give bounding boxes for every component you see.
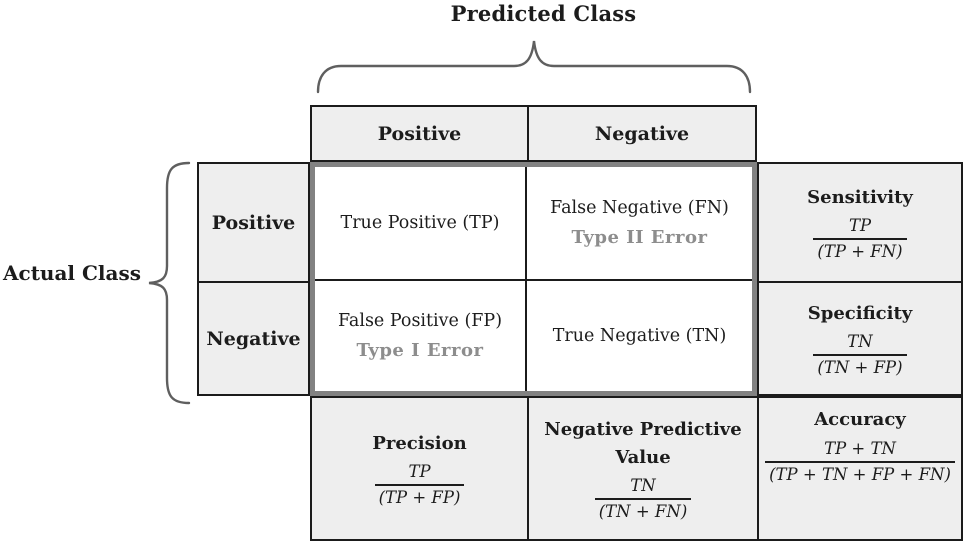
type-1-error-label: Type I Error — [356, 340, 484, 361]
false-positive-label: False Positive (FP) — [337, 311, 503, 331]
actual-header-column: Positive Negative — [197, 162, 310, 396]
actual-class-title: Actual Class — [3, 261, 141, 285]
precision-numerator: TP — [408, 462, 431, 482]
npv-title-line2: Value — [615, 446, 671, 468]
accuracy-denominator: (TP + TN + FP + FN) — [765, 460, 955, 484]
npv-denominator: (TN + FN) — [594, 498, 692, 521]
sensitivity-denominator: (TP + FN) — [813, 238, 907, 261]
sensitivity-cell: Sensitivity TP (TP + FN) — [759, 164, 961, 283]
sensitivity-title: Sensitivity — [807, 186, 913, 208]
accuracy-title: Accuracy — [814, 409, 906, 430]
matrix-cells-block: True Positive (TP) False Negative (FN) T… — [310, 162, 757, 396]
true-negative-label: True Negative (TN) — [552, 326, 727, 346]
sensitivity-formula: TP (TP + FN) — [813, 216, 907, 261]
precision-denominator: (TP + FP) — [374, 484, 465, 507]
true-negative-cell: True Negative (TN) — [527, 281, 752, 391]
precision-title: Precision — [372, 432, 467, 454]
precision-formula: TP (TP + FP) — [374, 462, 465, 507]
predicted-positive-header: Positive — [312, 107, 529, 160]
column-metrics-row: Precision TP (TP + FP) Negative Predicti… — [310, 396, 963, 541]
specificity-numerator: TN — [847, 332, 873, 352]
false-negative-label: False Negative (FN) — [550, 198, 729, 218]
specificity-denominator: (TN + FP) — [813, 354, 907, 377]
specificity-title: Specificity — [807, 302, 913, 324]
actual-negative-header: Negative — [206, 327, 301, 350]
negative-predictive-value-cell: Negative Predictive Value TN (TN + FN) — [529, 398, 759, 539]
npv-numerator: TN — [630, 476, 656, 496]
false-positive-cell: False Positive (FP) Type I Error — [315, 281, 527, 391]
actual-positive-header: Positive — [199, 164, 308, 283]
precision-cell: Precision TP (TP + FP) — [312, 398, 529, 539]
specificity-formula: TN (TN + FP) — [813, 332, 907, 377]
actual-class-brace — [148, 161, 191, 405]
accuracy-numerator: TP + TN — [824, 438, 896, 458]
specificity-cell: Specificity TN (TN + FP) — [759, 283, 961, 394]
predicted-class-brace — [316, 40, 752, 94]
true-positive-cell: True Positive (TP) — [315, 167, 527, 281]
accuracy-formula: TP + TN (TP + TN + FP + FN) — [765, 439, 955, 484]
false-negative-cell: False Negative (FN) Type II Error — [527, 167, 752, 281]
row-metrics-column: Sensitivity TP (TP + FN) Specificity TN … — [757, 162, 963, 396]
predicted-negative-header: Negative — [594, 122, 690, 145]
sensitivity-numerator: TP — [848, 216, 872, 236]
type-2-error-label: Type II Error — [571, 227, 708, 248]
npv-formula: TN (TN + FN) — [594, 476, 692, 521]
npv-title-line1: Negative Predictive — [544, 418, 742, 440]
accuracy-cell: Accuracy TP + TN (TP + TN + FP + FN) — [759, 398, 961, 539]
true-positive-label: True Positive (TP) — [340, 213, 500, 233]
predicted-header-row: Positive Negative — [310, 105, 757, 162]
predicted-class-title: Predicted Class — [450, 1, 637, 26]
